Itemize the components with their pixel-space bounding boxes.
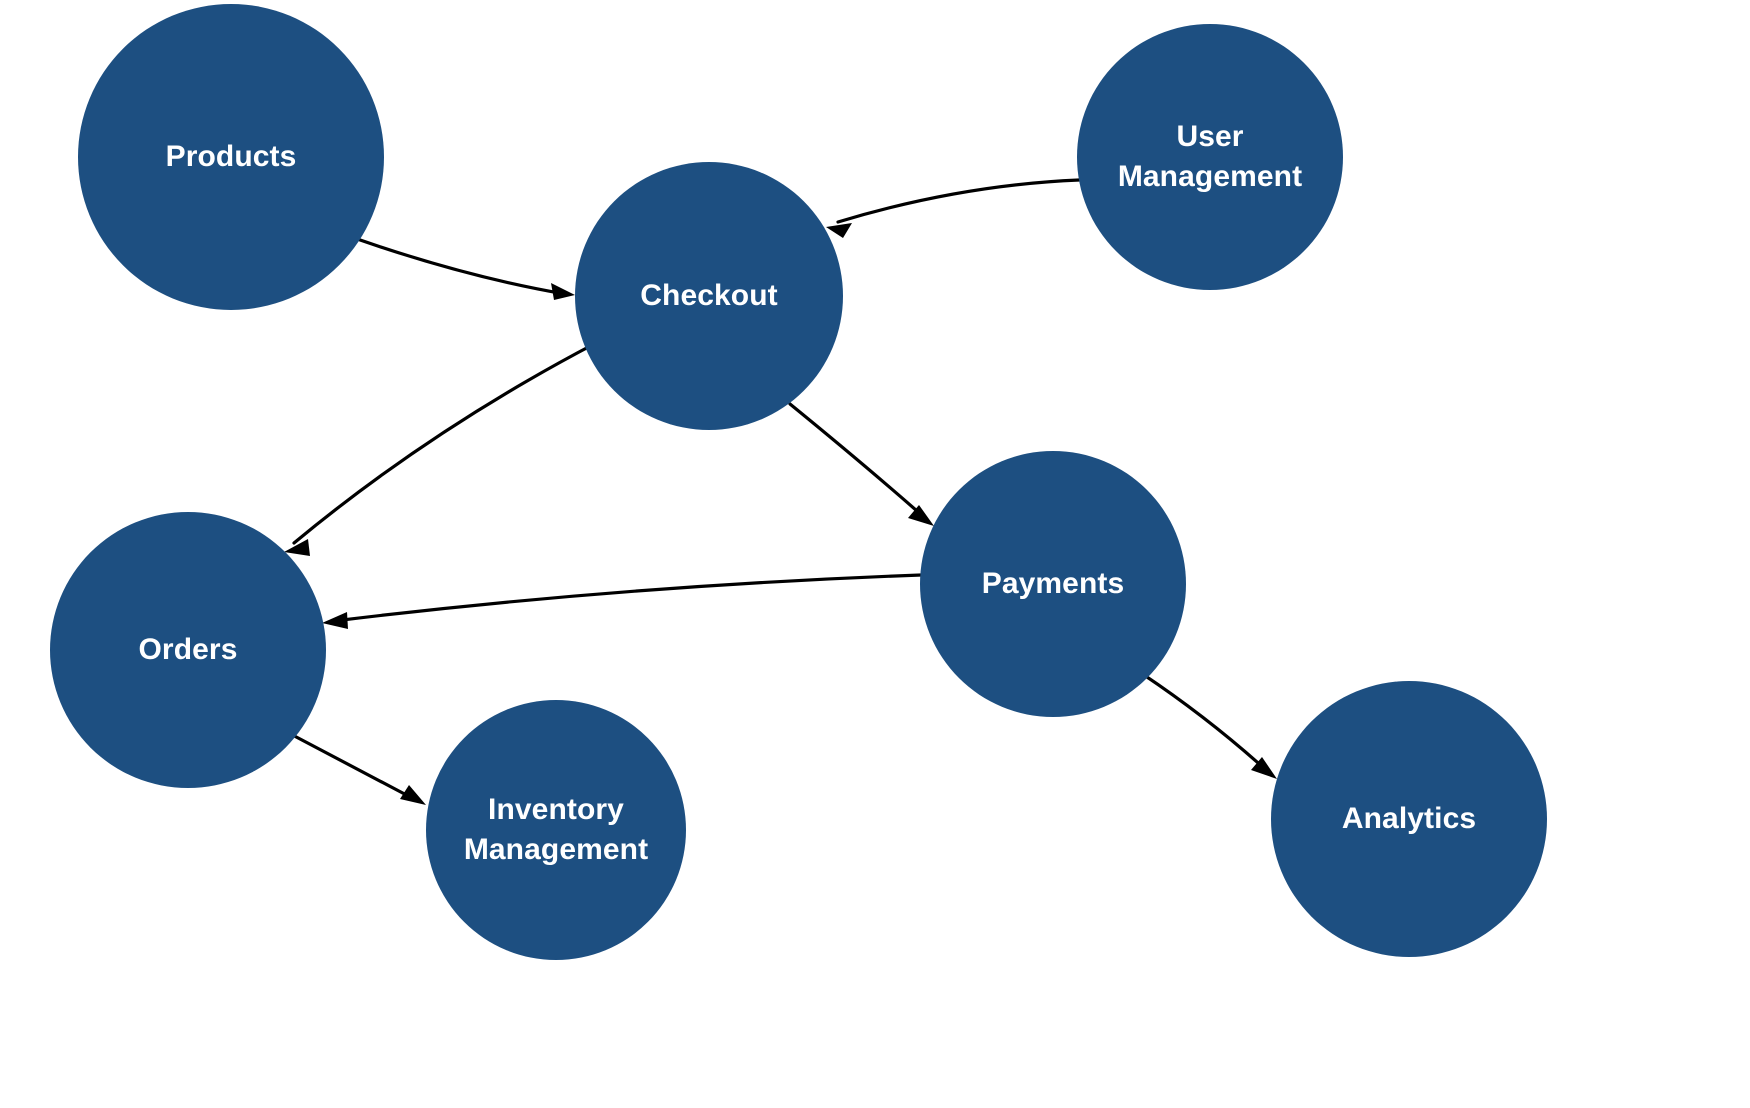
edge-checkout-to-payments[interactable]: [788, 402, 934, 526]
arrowhead-icon: [908, 505, 934, 526]
node-products[interactable]: Products: [78, 4, 384, 310]
arrowhead-icon: [284, 539, 310, 556]
edge-line: [292, 341, 598, 545]
edge-checkout-to-orders[interactable]: [284, 341, 598, 556]
node-label-products: Products: [165, 140, 297, 174]
node-payments[interactable]: Payments: [920, 451, 1186, 717]
node-label-user-management: User Management: [1117, 120, 1303, 193]
arrowhead-icon: [1251, 757, 1277, 779]
node-label-payments: Payments: [981, 567, 1125, 601]
node-label-analytics: Analytics: [1341, 802, 1477, 836]
edge-line: [1133, 667, 1268, 772]
edge-line: [330, 228, 567, 296]
arrowhead-icon: [322, 612, 348, 629]
edge-line: [281, 728, 416, 801]
edge-products-to-checkout[interactable]: [330, 228, 575, 300]
node-user-management[interactable]: User Management: [1077, 24, 1343, 290]
node-label-checkout: Checkout: [640, 279, 778, 313]
node-checkout[interactable]: Checkout: [575, 162, 843, 430]
arrowhead-icon: [551, 283, 575, 300]
node-label-orders: Orders: [138, 633, 238, 667]
edge-line: [836, 178, 1081, 224]
node-orders[interactable]: Orders: [50, 512, 326, 788]
node-label-inventory-management: Inventory Management: [463, 793, 649, 866]
arrowhead-icon: [400, 785, 426, 805]
edge-payments-to-analytics[interactable]: [1133, 667, 1277, 779]
node-inventory-management[interactable]: Inventory Management: [426, 700, 686, 960]
edge-line: [788, 402, 927, 520]
edge-user-management-to-checkout[interactable]: [826, 178, 1081, 238]
node-analytics[interactable]: Analytics: [1271, 681, 1547, 957]
edge-payments-to-orders[interactable]: [322, 573, 923, 629]
arrowhead-icon: [826, 223, 852, 238]
edge-orders-to-inventory-management[interactable]: [281, 728, 426, 805]
edge-line: [332, 573, 923, 623]
